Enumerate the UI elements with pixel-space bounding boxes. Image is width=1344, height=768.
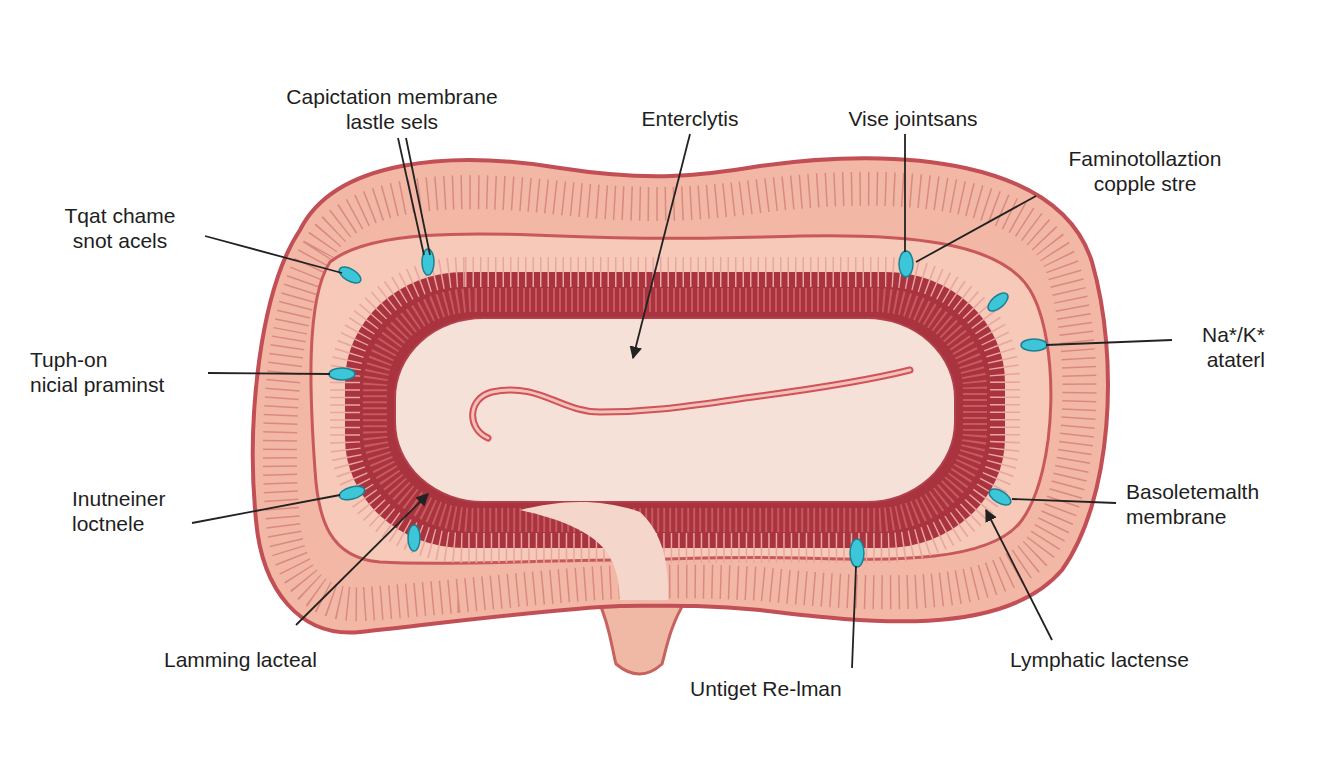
callout-label: Lymphatic lactense [1010,647,1240,672]
cyan-marker [987,486,1014,508]
villi-tips [375,300,975,520]
worm-body [473,370,910,438]
callout-label: Tqat chame snot acels [40,203,200,253]
label-line: Basoletemalth [1126,479,1326,504]
label-line: Na*/K* [1150,322,1265,347]
callout-label: Lamming lacteal [164,647,384,672]
leader-line [1046,340,1172,345]
label-line: Capictation membrane [262,84,522,109]
label-line: Faminotollaztion [1040,146,1250,171]
callout-label: Basoletemalth membrane [1126,479,1326,529]
callout-label: Faminotollaztion copple stre [1040,146,1250,196]
cyan-marker [337,264,364,286]
callout-label: Tuph-on nicial praminst [30,347,220,397]
cyan-marker [408,525,420,551]
label-line: ataterl [1150,347,1265,372]
label-line: Inutneiner [72,486,232,511]
cyan-marker [338,484,366,502]
marker-group [329,249,1047,567]
label-line: Enterclytis [620,106,760,131]
label-line: Tqat chame [40,203,200,228]
callout-label: Untiget Re-lman [690,676,910,701]
leader-line [192,495,340,523]
villi-layer [345,272,1005,548]
stalk [598,600,686,674]
leader-line [916,196,1036,262]
leader-line [633,134,690,358]
cyan-marker [329,368,355,380]
muscle-striations [280,189,1080,605]
lumen-channel [520,502,668,600]
leader-line [205,236,342,273]
leader-line [1012,499,1116,503]
cyan-marker [985,290,1011,315]
label-line: lastle sels [262,109,522,134]
cyan-marker [899,251,913,277]
callout-label: Vise jointsans [818,106,1008,131]
label-line: Vise jointsans [818,106,1008,131]
label-line: Lymphatic lactense [1010,647,1240,672]
label-line: membrane [1126,504,1326,529]
worm-outline [473,370,910,438]
leader-line [406,138,430,255]
leader-group [192,134,1172,668]
leader-line [986,510,1052,640]
leader-line [296,494,428,625]
cyan-marker [1021,339,1047,351]
label-line: nicial praminst [30,372,220,397]
callout-label: Na*/K* ataterl [1150,322,1265,372]
leader-line [398,138,424,255]
label-line: Untiget Re-lman [690,676,910,701]
lumen [395,318,955,502]
leader-line [904,134,906,252]
label-line: Tuph-on [30,347,220,372]
leader-line [208,373,330,374]
mucosa-band [311,234,1051,564]
label-line: loctnele [72,511,232,536]
callout-label: Capictation membrane lastle sels [262,84,522,134]
callout-label: Inutneiner loctnele [72,486,232,536]
villi-ridges [345,272,1005,548]
outer-wall [253,158,1108,632]
cyan-marker [850,539,864,567]
callout-label: Enterclytis [620,106,760,131]
leader-line [852,566,856,668]
label-line: copple stre [1040,171,1250,196]
label-line: Lamming lacteal [164,647,384,672]
label-line: snot acels [40,228,200,253]
